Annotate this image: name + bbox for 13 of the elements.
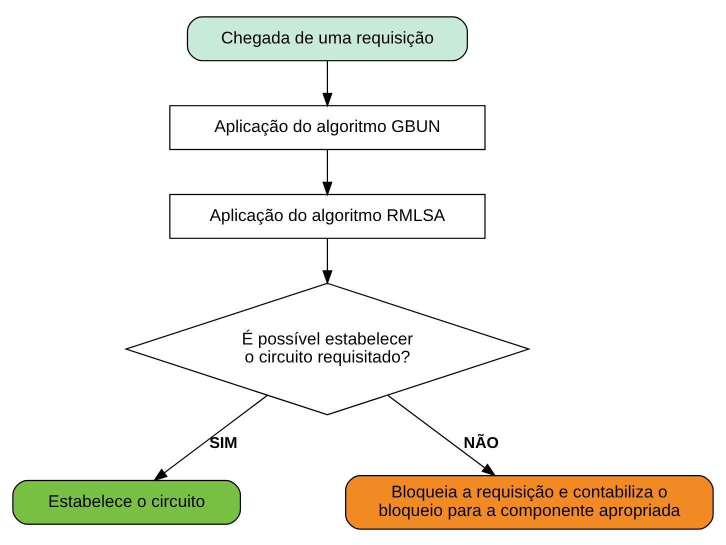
edge-label: SIM (209, 434, 238, 452)
arrow (388, 394, 496, 476)
arrow (322, 149, 333, 196)
node-box: Aplicação do algoritmo GBUN (169, 104, 486, 150)
edge-label: NÃO (464, 434, 499, 452)
node-diamond: É possível estabelecer o circuito requisitado? (124, 282, 531, 415)
node-box: Chegada de uma requisição (186, 16, 468, 61)
node-box: Estabelece o circuito (12, 479, 242, 524)
node-box: Aplicação do algoritmo RMLSA (169, 193, 486, 238)
arrow (322, 238, 333, 284)
arrow (322, 60, 333, 107)
node-box: Bloqueia a requisição e contabiliza o bloqueio para a componente apropriada (345, 474, 714, 530)
arrow (152, 394, 268, 481)
